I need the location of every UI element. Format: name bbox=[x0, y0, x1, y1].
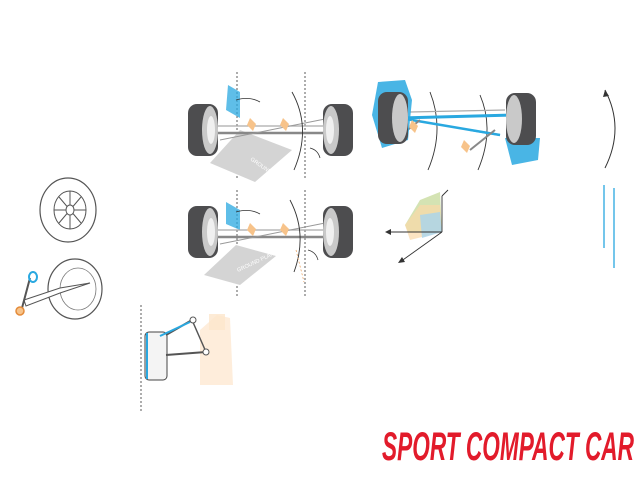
ground-plane bbox=[210, 130, 292, 182]
tire-left bbox=[188, 206, 218, 258]
top-axle-assembly: GROUND PLANE bbox=[188, 72, 353, 187]
tire-right bbox=[323, 104, 353, 156]
ground-plane bbox=[204, 245, 276, 285]
tire-right bbox=[323, 206, 353, 258]
axis-vector-diagram bbox=[385, 189, 449, 263]
right-edge-marks bbox=[603, 89, 616, 268]
brand-logotype: SPORT COMPACT CAR bbox=[382, 425, 634, 469]
tire-left bbox=[188, 104, 218, 156]
wishbone-wheel bbox=[15, 258, 103, 320]
middle-axle-assembly: GROUND PLANE bbox=[188, 190, 353, 298]
sport-compact-car-logo: SPORT COMPACT CAR bbox=[382, 425, 634, 469]
wishbone-detail bbox=[140, 305, 233, 412]
isolated-wheel bbox=[39, 177, 97, 243]
tire-left bbox=[378, 92, 408, 144]
highlighted-axle-assembly bbox=[372, 80, 540, 171]
tire-right bbox=[506, 93, 536, 145]
